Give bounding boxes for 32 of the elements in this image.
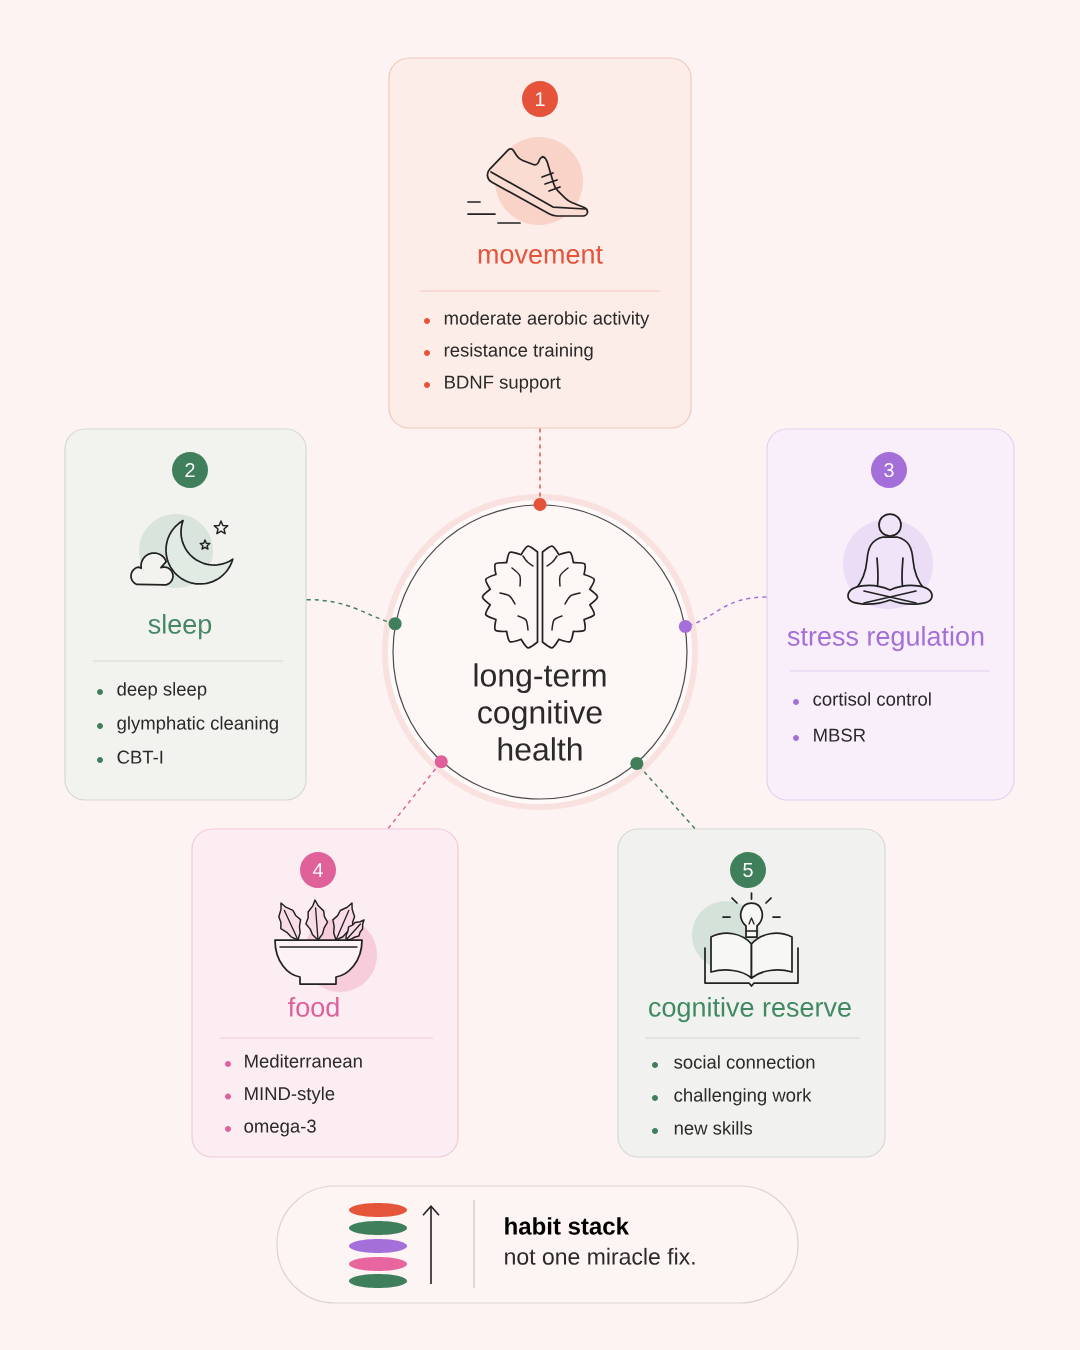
connector-line: [539, 427, 541, 499]
list-item: moderate aerobic activity: [444, 311, 650, 329]
list-item: deep sleep: [117, 682, 207, 700]
number-badge: 5: [730, 852, 766, 888]
connector-line: [690, 596, 768, 626]
list-item: cortisol control: [813, 692, 931, 706]
list-item: omega-3: [244, 1119, 316, 1137]
card-heading: stress regulation: [787, 626, 984, 652]
tagline: not one miracle fix.: [505, 1247, 695, 1265]
connector-line: [387, 766, 438, 830]
hub-label: long-term cognitive health: [474, 663, 606, 761]
list-item: resistance training: [444, 343, 593, 361]
list-item: social connection: [674, 1055, 815, 1069]
connector-line: [640, 767, 696, 830]
list-item: glymphatic cleaning: [117, 716, 278, 734]
list-item: challenging work: [674, 1088, 812, 1106]
number-badge: 1: [522, 81, 558, 117]
list-item: MBSR: [814, 728, 866, 742]
card-heading: sleep: [148, 614, 212, 640]
card-heading: movement: [478, 246, 603, 264]
number-badge: 3: [871, 452, 907, 488]
list-item: CBT-I: [117, 750, 163, 764]
box-heading: habit stack: [505, 1217, 629, 1235]
list-item: MIND-style: [245, 1086, 335, 1104]
card-heading: cognitive reserve: [649, 997, 851, 1023]
card-heading: food: [288, 997, 339, 1017]
connector-line: [305, 598, 390, 623]
list-item: BDNF support: [445, 375, 561, 393]
number-badge: 4: [300, 852, 336, 888]
list-item: new skills: [674, 1121, 753, 1135]
number-badge: 2: [172, 452, 208, 488]
list-item: Mediterranean: [245, 1054, 362, 1068]
